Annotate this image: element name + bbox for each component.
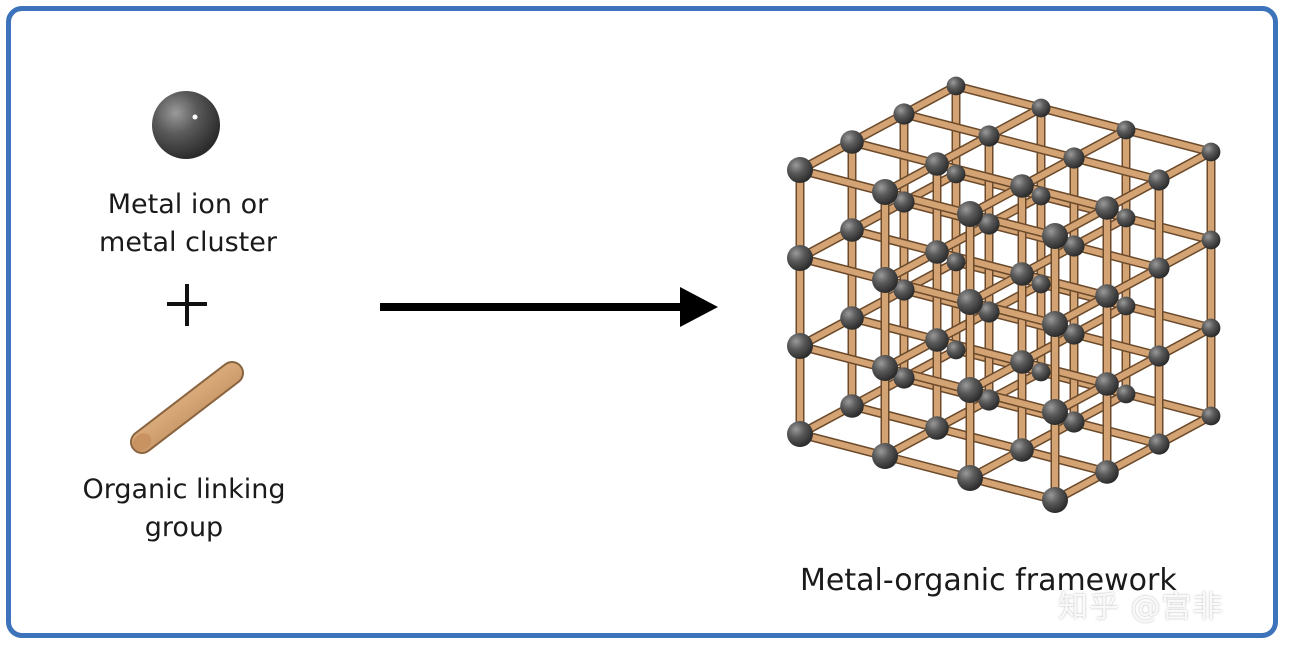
metal-node xyxy=(925,328,949,352)
metal-node xyxy=(1010,174,1034,198)
metal-node xyxy=(1095,460,1119,484)
metal-node xyxy=(1148,433,1170,455)
metal-node xyxy=(1063,235,1085,257)
mof-label: Metal-organic framework xyxy=(800,563,1177,598)
metal-node xyxy=(1116,384,1136,404)
arrow-icon xyxy=(380,287,718,327)
metal-node xyxy=(840,130,864,154)
metal-node xyxy=(957,465,983,491)
linker-rod-fill xyxy=(799,167,886,195)
metal-node xyxy=(787,245,813,271)
metal-node xyxy=(1095,196,1119,220)
linker-rod-fill xyxy=(969,475,1056,503)
metal-node xyxy=(1042,399,1068,425)
linker-rod-fill xyxy=(903,111,990,139)
linker-rod-fill xyxy=(1073,331,1160,359)
metal-node xyxy=(1116,208,1136,228)
metal-node xyxy=(1010,262,1034,286)
linker-rod-fill xyxy=(1021,447,1108,475)
metal-node xyxy=(893,191,915,213)
linker-rod-fill xyxy=(1073,243,1160,271)
metal-node xyxy=(893,103,915,125)
plus-icon xyxy=(167,284,207,326)
metal-node xyxy=(872,179,898,205)
metal-node xyxy=(787,157,813,183)
metal-node xyxy=(1031,186,1051,206)
metal-node xyxy=(1148,345,1170,367)
metal-node xyxy=(1031,274,1051,294)
linker-rod-fill xyxy=(1073,155,1160,183)
metal-node xyxy=(978,125,1000,147)
linker-rod-fill xyxy=(1040,105,1127,133)
linker-rod-fill xyxy=(851,139,938,167)
metal-node xyxy=(1116,120,1136,140)
organic-rod-icon xyxy=(130,361,244,454)
metal-node xyxy=(1042,223,1068,249)
metal-node xyxy=(1042,487,1068,513)
metal-node xyxy=(925,416,949,440)
metal-node xyxy=(957,201,983,227)
watermark: 知乎 @宫非 xyxy=(1058,590,1224,625)
linker-rod-fill xyxy=(955,83,1042,111)
linker-rod-fill xyxy=(1125,127,1212,155)
metal-node xyxy=(872,267,898,293)
linker-rod-fill xyxy=(1125,303,1212,331)
linker-rod-fill xyxy=(799,343,886,371)
linker-rod-fill xyxy=(799,431,886,459)
metal-node xyxy=(946,76,966,96)
metal-node xyxy=(1010,438,1034,462)
metal-node xyxy=(946,164,966,184)
linker-rod-fill xyxy=(1073,419,1160,447)
metal-node xyxy=(978,301,1000,323)
metal-node xyxy=(872,355,898,381)
metal-node xyxy=(787,421,813,447)
metal-node xyxy=(840,394,864,418)
metal-node xyxy=(946,340,966,360)
metal-node xyxy=(1010,350,1034,374)
metal-node xyxy=(840,218,864,242)
linker-rod-fill xyxy=(851,403,938,431)
linker-rod-fill xyxy=(851,227,938,255)
metal-node xyxy=(978,213,1000,235)
metal-node xyxy=(1201,406,1221,426)
linker-rod-fill xyxy=(1125,391,1212,419)
metal-node xyxy=(957,289,983,315)
metal-node xyxy=(1201,318,1221,338)
metal-node xyxy=(893,279,915,301)
metal-node xyxy=(957,377,983,403)
metal-node xyxy=(1063,411,1085,433)
metal-node xyxy=(1031,98,1051,118)
mof-lattice-icon xyxy=(787,76,1221,513)
metal-node xyxy=(1201,230,1221,250)
metal-node xyxy=(925,152,949,176)
metal-node xyxy=(1095,372,1119,396)
organic-linker-label: Organic linking group xyxy=(82,474,286,543)
metal-node xyxy=(893,367,915,389)
linker-rod-fill xyxy=(799,255,886,283)
linker-rod-fill xyxy=(884,453,971,481)
metal-node xyxy=(925,240,949,264)
metal-node xyxy=(872,443,898,469)
linker-rod-fill xyxy=(851,315,938,343)
linker-rod-fill xyxy=(936,425,1023,453)
metal-node xyxy=(1063,147,1085,169)
metal-node xyxy=(840,306,864,330)
linker-rod-fill xyxy=(988,133,1075,161)
metal-node xyxy=(1031,362,1051,382)
metal-ion-label: Metal ion or metal cluster xyxy=(99,189,277,258)
metal-node xyxy=(1201,142,1221,162)
metal-node xyxy=(946,252,966,272)
metal-node xyxy=(1063,323,1085,345)
metal-node xyxy=(978,389,1000,411)
metal-node xyxy=(1148,169,1170,191)
metal-node xyxy=(787,333,813,359)
metal-node xyxy=(1116,296,1136,316)
linker-rod-fill xyxy=(1125,215,1212,243)
metal-node xyxy=(1042,311,1068,337)
metal-sphere-icon xyxy=(152,91,220,159)
metal-node xyxy=(1095,284,1119,308)
metal-node xyxy=(1148,257,1170,279)
